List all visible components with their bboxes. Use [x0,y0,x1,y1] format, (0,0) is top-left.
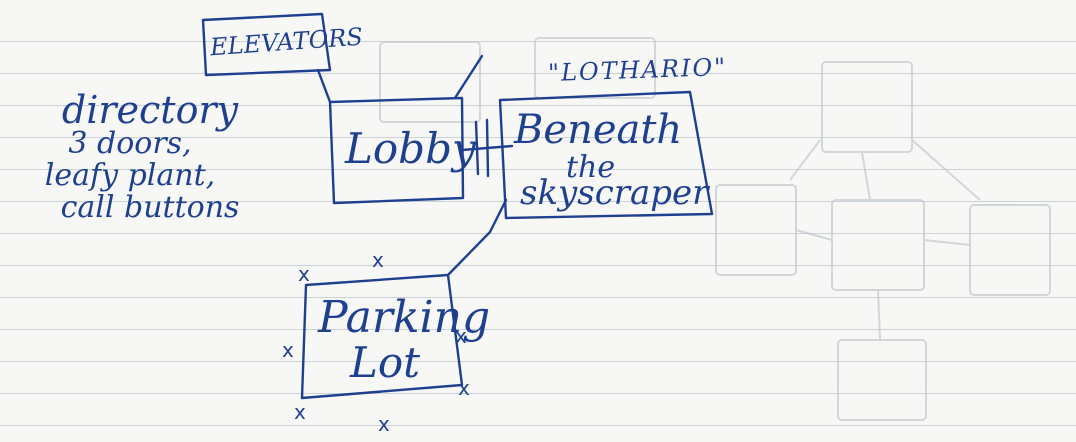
beneath-label-line-1: Beneath [514,107,683,153]
parking-label-line-1: Parking [318,292,491,343]
connector-elevators-lobby [316,68,332,104]
title-quote: "LOTHARIO" [547,52,728,88]
door-hatch-1 [474,120,480,176]
exit-mark: x [298,262,310,286]
lobby-note-line: call buttons [60,190,240,225]
lobby-note-line: directory [61,88,239,132]
parking-box [300,273,464,400]
lobby-note-line: 3 doors, [68,126,192,161]
connector-lobby-up [453,54,484,100]
lobby-note-line: leafy plant, [44,158,216,193]
exit-mark: x [282,338,294,362]
exit-mark: x [455,324,467,348]
lobby-label: Lobby [345,124,476,173]
parking-label-line-2: Lot [350,338,421,387]
connector-beneath-parking [446,198,508,277]
elevators-box [201,12,332,77]
exit-mark: x [378,412,390,436]
beneath-label-line-3: skyscraper [520,173,709,213]
lobby-notes: directory 3 doors, leafy plant, call but… [0,88,260,225]
exit-mark: x [294,400,306,424]
beneath-label-line-2: the [566,150,616,185]
door-hatch-2 [485,118,490,178]
lobby-box [328,96,465,205]
exit-mark: x [458,376,470,400]
beneath-box [498,90,714,220]
exit-mark: x [372,248,384,272]
